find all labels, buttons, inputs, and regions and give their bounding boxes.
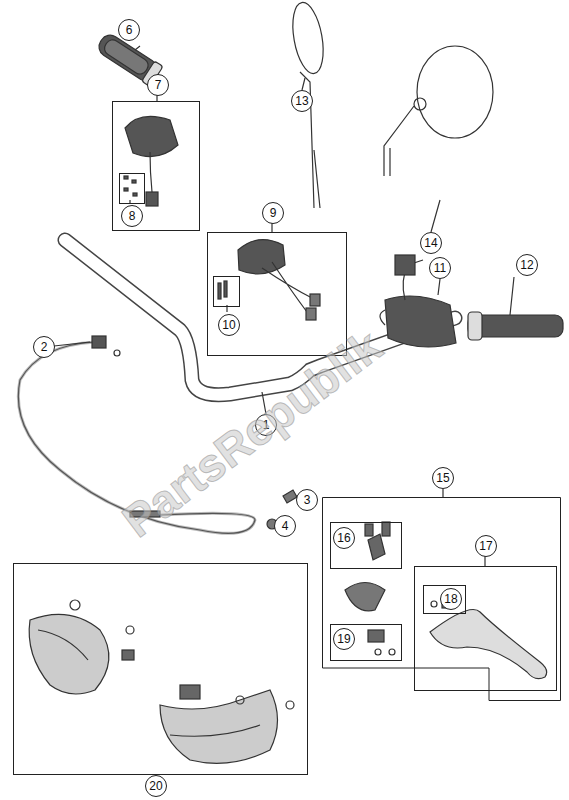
group-box: 1516171819 — [322, 497, 561, 701]
group-box: 20 — [13, 563, 308, 775]
callout-number: 7 — [147, 74, 169, 96]
callout-number: 13 — [291, 90, 313, 112]
callout-number: 4 — [274, 515, 296, 537]
group-box: 19 — [330, 624, 402, 661]
callout-number: 11 — [429, 257, 451, 279]
callout-number: 10 — [218, 314, 240, 336]
callout-number: 3 — [296, 489, 318, 511]
callout-number: 14 — [420, 232, 442, 254]
callout-number: 19 — [333, 628, 355, 650]
callout-number: 16 — [333, 527, 355, 549]
group-box: 910 — [207, 232, 347, 356]
callout-number: 9 — [262, 202, 284, 224]
callout-number: 18 — [440, 588, 462, 610]
callout-number: 12 — [516, 254, 538, 276]
group-box: 8 — [119, 173, 145, 204]
group-box: 18 — [423, 585, 466, 614]
group-box: 10 — [213, 276, 240, 307]
callout-number: 8 — [121, 205, 143, 227]
callout-number: 17 — [475, 535, 497, 557]
group-box: 16 — [330, 522, 402, 569]
callout-number: 15 — [432, 467, 454, 489]
group-box: 78 — [112, 101, 200, 231]
watermark: PartsRepublik — [112, 319, 392, 548]
callout-number: 2 — [33, 336, 55, 358]
group-box: 1718 — [414, 566, 557, 691]
callout-number: 20 — [145, 775, 167, 797]
callout-number: 6 — [118, 19, 140, 41]
